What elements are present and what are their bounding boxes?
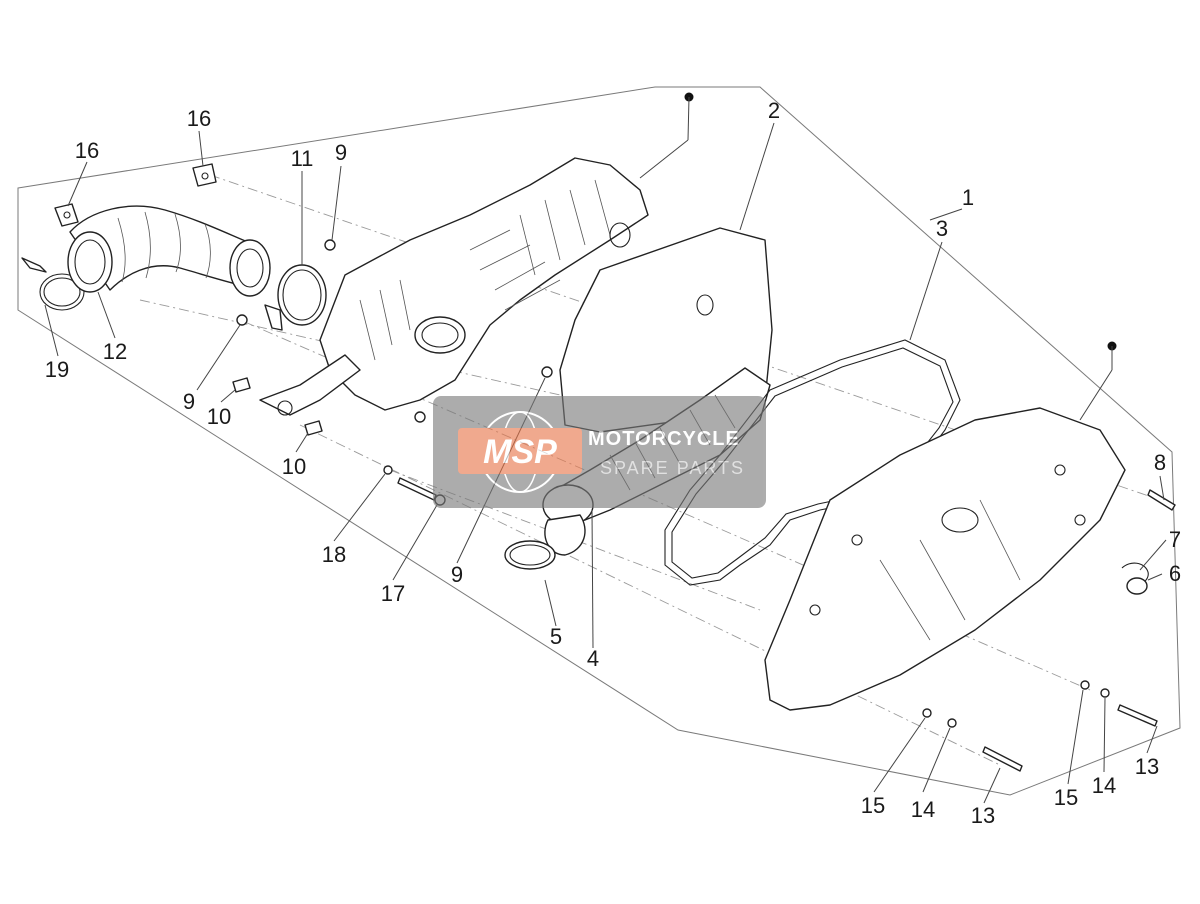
part-12-intake-duct bbox=[67, 205, 271, 297]
part-1-cover bbox=[764, 407, 1126, 711]
callout-19: 19 bbox=[45, 357, 69, 382]
assembly-frame bbox=[17, 86, 1181, 796]
callout-6: 6 bbox=[1169, 561, 1181, 586]
callout-5: 5 bbox=[550, 624, 562, 649]
watermark-brand-line: MOTORCYCLE bbox=[588, 428, 740, 450]
watermark-logo-text: MSP bbox=[483, 433, 557, 471]
part-3-gasket bbox=[664, 339, 961, 586]
air-box-casing bbox=[259, 157, 649, 416]
callout-4: 4 bbox=[587, 646, 599, 671]
callout-15: 15 bbox=[861, 793, 885, 818]
callout-18: 18 bbox=[322, 542, 346, 567]
callout-16: 16 bbox=[75, 138, 99, 163]
callout-15: 15 bbox=[1054, 785, 1078, 810]
callout-8: 8 bbox=[1154, 450, 1166, 475]
callout-16: 16 bbox=[187, 106, 211, 131]
part-16-clips bbox=[54, 163, 217, 227]
callout-14: 14 bbox=[1092, 773, 1116, 798]
part-18-washer bbox=[383, 465, 393, 475]
part-14-washers bbox=[947, 688, 1110, 728]
callout-9: 9 bbox=[183, 389, 195, 414]
watermark-panel bbox=[433, 396, 766, 508]
part-6-cap bbox=[1126, 577, 1148, 595]
callout-3: 3 bbox=[936, 216, 948, 241]
part-15-washers bbox=[922, 680, 1090, 718]
callout-17: 17 bbox=[381, 581, 405, 606]
callout-13: 13 bbox=[1135, 754, 1159, 779]
part-10-screws bbox=[232, 377, 323, 436]
watermark-logo-badge bbox=[458, 428, 582, 474]
callout-9: 9 bbox=[335, 140, 347, 165]
callout-11: 11 bbox=[291, 146, 314, 171]
callout-12: 12 bbox=[103, 339, 127, 364]
callout-13: 13 bbox=[971, 803, 995, 828]
watermark-sub-line: SPARE PARTS bbox=[600, 458, 745, 478]
callout-10: 10 bbox=[282, 454, 306, 479]
callout-1: 1 bbox=[962, 185, 974, 210]
part-13-screws bbox=[982, 704, 1158, 772]
callout-14: 14 bbox=[911, 797, 935, 822]
watermark: MSP MOTORCYCLE SPARE PARTS bbox=[433, 396, 766, 508]
callout-2: 2 bbox=[768, 98, 780, 123]
part-11-clamp-ring bbox=[264, 264, 327, 331]
part-19-hose-clamp bbox=[21, 257, 85, 311]
callout-9: 9 bbox=[451, 562, 463, 587]
callout-labels: 1 2 3 4 5 6 7 8 9 9 9 10 10 11 12 13 13 … bbox=[45, 98, 1181, 828]
callout-10: 10 bbox=[207, 404, 231, 429]
callout-7: 7 bbox=[1169, 527, 1181, 552]
part-5-clamp bbox=[504, 540, 556, 570]
part-8-screw bbox=[1147, 489, 1176, 511]
part-9-nuts bbox=[236, 239, 553, 423]
